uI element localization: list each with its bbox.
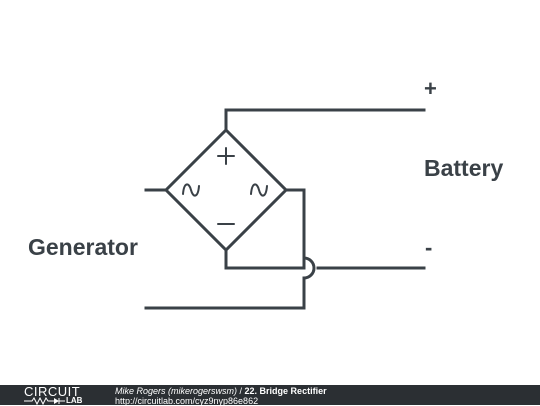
battery-plus-label: + xyxy=(424,76,437,101)
wire-ac-right-lower xyxy=(144,276,306,310)
generator-label: Generator xyxy=(28,234,138,260)
wire-positive xyxy=(224,108,426,132)
bridge-ac-right-icon xyxy=(250,183,268,197)
circuitlab-logo[interactable]: CIRCUIT LAB xyxy=(24,385,94,405)
battery-minus-label: - xyxy=(425,235,432,260)
author-link[interactable]: Mike Rogers (mikerogerswsm) xyxy=(115,386,238,396)
logo-resistor-icon xyxy=(24,397,65,405)
logo-bottom-text: LAB xyxy=(66,396,83,405)
wire-negative xyxy=(224,248,306,270)
circuit-meta: Mike Rogers (mikerogerswsm) / 22. Bridge… xyxy=(115,386,327,406)
logo-top-text: CIRCUIT xyxy=(24,384,81,399)
bridge-ac-left-icon xyxy=(182,183,200,197)
meta-line-1: Mike Rogers (mikerogerswsm) / 22. Bridge… xyxy=(115,386,327,396)
meta-separator: / xyxy=(237,386,245,396)
circuit-url[interactable]: http://circuitlab.com/cyz9nyp86e862 xyxy=(115,396,259,406)
battery-label: Battery xyxy=(424,155,503,181)
wire-ac-right-upper xyxy=(284,188,306,260)
circuit-title[interactable]: 22. Bridge Rectifier xyxy=(244,386,327,396)
wire-ac-right-hop xyxy=(302,256,316,280)
footer-bar: CIRCUIT LAB Mike Rogers (mikerogerswsm) … xyxy=(0,385,540,406)
